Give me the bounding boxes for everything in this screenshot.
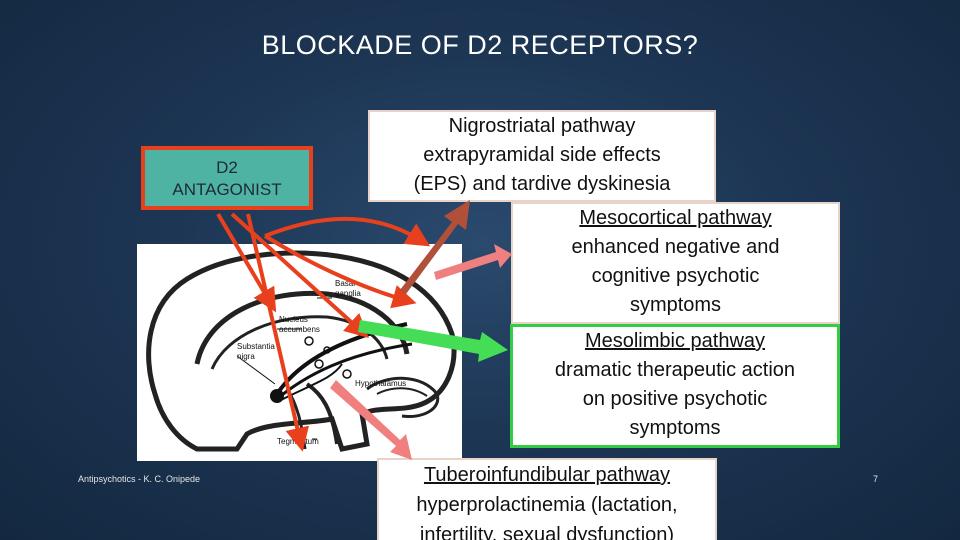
label-basal: Basal <box>335 279 355 288</box>
d2-antagonist-box: D2 ANTAGONIST <box>141 146 313 210</box>
slide-title: BLOCKADE OF D2 RECEPTORS? <box>261 30 699 60</box>
tuberoinfundibular-head: Tuberoinfundibular pathway <box>423 464 671 486</box>
label-nucleus: Nucleus <box>279 315 308 324</box>
mesolimbic-line3: on positive psychotic <box>582 388 768 410</box>
mesolimbic-line4: symptoms <box>629 417 721 439</box>
tuberoinfundibular-line3: infertility, sexual dysfunction) <box>419 524 675 540</box>
cerebellum <box>366 376 440 419</box>
footer-text: Antipsychotics - K. C. Onipede <box>78 474 201 484</box>
nigrostriatal-line3: (EPS) and tardive dyskinesia <box>413 173 671 195</box>
antagonist-line1: D2 <box>216 158 238 177</box>
red-arrow-5 <box>264 216 431 247</box>
tuberoinfundibular-line2: hyperprolactinemia (lactation, <box>416 494 678 516</box>
red-arrow-4 <box>263 234 417 309</box>
nigrostriatal-head: Nigrostriatal pathway <box>448 115 636 137</box>
page-number: 7 <box>873 474 879 484</box>
antagonist-line2: ANTAGONIST <box>172 180 282 199</box>
substantia-nigra-dot <box>270 389 284 403</box>
nigrostriatal-box: Nigrostriatal pathway extrapyramidal sid… <box>368 110 716 202</box>
nigrostriatal-line2: extrapyramidal side effects <box>423 144 661 166</box>
mesolimbic-head: Mesolimbic pathway <box>584 330 766 352</box>
mesolimbic-line2: dramatic therapeutic action <box>554 359 796 381</box>
mesocortical-head: Mesocortical pathway <box>579 207 772 229</box>
inner-curve <box>210 315 389 370</box>
label-hypothalamus: Hypothalamus <box>355 379 406 388</box>
label-ganglia: ganglia <box>335 289 361 298</box>
brown-arrow-nigrostriatal <box>400 200 470 294</box>
label-substantia: Substantia <box>237 342 275 351</box>
green-arrow-mesolimbic <box>358 320 508 362</box>
mesocortical-box: Mesocortical pathway enhanced negative a… <box>511 202 840 324</box>
label-accumbens: accumbens <box>279 325 320 334</box>
mesocortical-line3: cognitive psychotic <box>591 265 760 287</box>
pink-arrow-tuberoinfundibular <box>330 380 412 460</box>
red-arrow-1 <box>216 212 277 313</box>
brainstem <box>305 382 339 445</box>
red-arrow-3 <box>246 213 310 452</box>
mesocortical-line4: symptoms <box>629 294 722 316</box>
mesolimbic-box: Mesolimbic pathway dramatic therapeutic … <box>510 324 840 448</box>
mesocortical-line2: enhanced negative and <box>571 236 780 258</box>
tuberoinfundibular-box: Tuberoinfundibular pathway hyperprolacti… <box>377 458 717 540</box>
brain-outline <box>146 250 457 452</box>
label-nigra: nigra <box>237 352 255 361</box>
pink-arrow-mesocortical <box>434 244 512 280</box>
